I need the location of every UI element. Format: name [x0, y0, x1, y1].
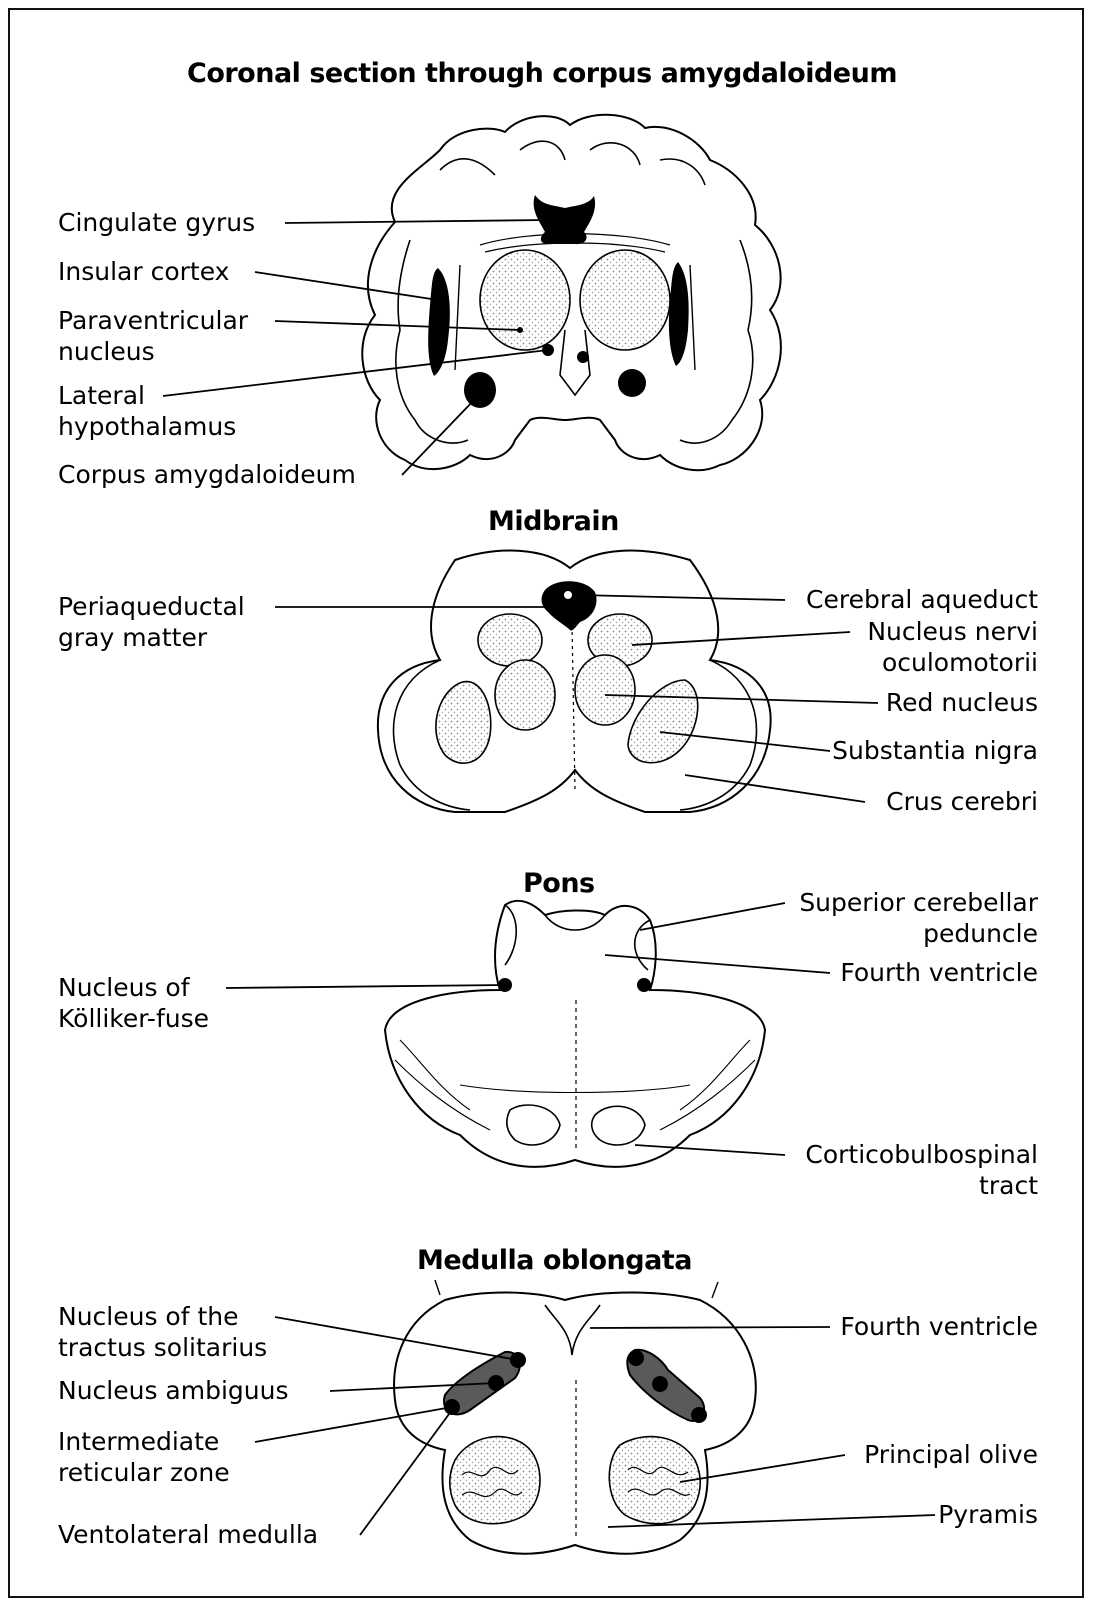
label-nucleus-tractus-solitarius: Nucleus of the tractus solitarius	[58, 1301, 267, 1363]
label-red-nucleus: Red nucleus	[886, 687, 1038, 718]
coronal-outer-cortex	[362, 115, 781, 470]
medulla-outline	[394, 1293, 756, 1554]
label-intermediate-reticular-zone: Intermediate reticular zone	[58, 1426, 230, 1488]
midbrain-aqueduct-fill	[542, 581, 597, 630]
midbrain-red-nucleus-left	[495, 660, 555, 730]
leader-crus	[685, 775, 865, 802]
label-crus-cerebri: Crus cerebri	[886, 786, 1038, 817]
pons-drawing	[385, 901, 765, 1167]
pons-tract-right	[592, 1106, 645, 1145]
pons-kolliker-dot-right	[637, 978, 651, 992]
label-nucleus-oculomotorii: Nucleus nervi oculomotorii	[867, 616, 1038, 678]
coronal-top-gyri	[440, 141, 705, 185]
midbrain-substantia-nigra-right	[628, 680, 698, 763]
pons-title: Pons	[523, 868, 595, 899]
label-fourth-ventricle-medulla: Fourth ventricle	[840, 1311, 1038, 1342]
medulla-olive-left	[450, 1437, 540, 1524]
label-corticobulbospinal-tract: Corticobulbospinal tract	[805, 1139, 1038, 1201]
label-principal-olive: Principal olive	[864, 1439, 1038, 1470]
pons-ventricle-floor	[545, 915, 605, 930]
medulla-fourth-ventricle	[545, 1305, 600, 1355]
pons-sup-peduncle-right	[635, 920, 650, 970]
leader-intermediate	[255, 1407, 452, 1442]
midbrain-substantia-nigra-left	[436, 682, 491, 764]
label-substantia-nigra: Substantia nigra	[832, 735, 1038, 766]
leader-cingulate	[285, 220, 545, 223]
leader-amygdala	[402, 398, 476, 475]
label-superior-cerebellar-peduncle: Superior cerebellar peduncle	[799, 887, 1038, 949]
coronal-lateral-wall-left	[455, 265, 460, 370]
midbrain-title: Midbrain	[488, 506, 619, 537]
medulla-title: Medulla oblongata	[417, 1245, 692, 1276]
coronal-insula-right	[669, 262, 689, 366]
midbrain-oculomotor-left	[478, 614, 542, 666]
leader-sup-cerebellar	[640, 903, 785, 930]
label-nucleus-ambiguus: Nucleus ambiguus	[58, 1375, 289, 1406]
coronal-insula-left	[428, 268, 450, 376]
label-kolliker-fuse: Nucleus of Kölliker-fuse	[58, 972, 209, 1034]
label-paraventricular-nucleus: Paraventricular nucleus	[58, 305, 248, 367]
coronal-amygdala-right	[618, 369, 646, 397]
leader-solitarius	[275, 1317, 518, 1360]
coronal-amygdala-left	[464, 372, 496, 408]
label-ventrolateral-medulla: Ventolateral medulla	[58, 1519, 318, 1550]
coronal-hypothalamus-right	[577, 351, 589, 363]
label-fourth-ventricle-pons: Fourth ventricle	[840, 957, 1038, 988]
label-periaqueductal-gray: Periaqueductal gray matter	[58, 591, 245, 653]
coronal-thalamus-left	[480, 250, 570, 350]
leader-oculomotor	[632, 632, 850, 645]
coronal-section-title: Coronal section through corpus amygdaloi…	[187, 58, 897, 89]
leader-fourth-ventricle-pons	[605, 955, 830, 973]
leader-corticobulbospinal	[635, 1145, 785, 1155]
coronal-section-drawing	[362, 115, 781, 470]
pons-sup-peduncle-left	[505, 905, 516, 965]
medulla-top-horn-left	[435, 1280, 440, 1295]
leader-aqueduct	[578, 595, 785, 600]
medulla-solitarius-dot-right	[628, 1350, 644, 1366]
leader-kolliker	[226, 985, 505, 988]
leader-paraventricular	[275, 321, 520, 330]
leader-red-nucleus	[605, 695, 878, 703]
label-pyramis: Pyramis	[938, 1499, 1038, 1530]
coronal-thalamus-right	[580, 250, 670, 350]
leader-fourth-ventricle-medulla	[590, 1327, 830, 1328]
leader-insular	[255, 272, 438, 300]
medulla-ventrolateral-dot-right	[691, 1407, 707, 1423]
pons-fiber-5	[460, 1085, 690, 1093]
midbrain-midline	[572, 625, 575, 790]
label-cerebral-aqueduct: Cerebral aqueduct	[806, 584, 1038, 615]
medulla-top-horn-right	[712, 1282, 718, 1298]
coronal-third-ventricle	[560, 330, 590, 395]
label-corpus-amygdaloideum: Corpus amygdaloideum	[58, 459, 356, 490]
medulla-ambiguus-dot-right	[652, 1376, 668, 1392]
midbrain-aqueduct-lumen	[564, 591, 572, 599]
label-cingulate-gyrus: Cingulate gyrus	[58, 207, 255, 238]
label-insular-cortex: Insular cortex	[58, 256, 229, 287]
midbrain-red-nucleus-right	[575, 655, 635, 725]
pons-outline	[385, 901, 765, 1167]
label-lateral-hypothalamus: Lateral hypothalamus	[58, 380, 236, 442]
pons-tract-left	[507, 1105, 560, 1145]
leader-principal-olive	[680, 1455, 845, 1482]
coronal-lateral-wall-right	[690, 265, 695, 370]
